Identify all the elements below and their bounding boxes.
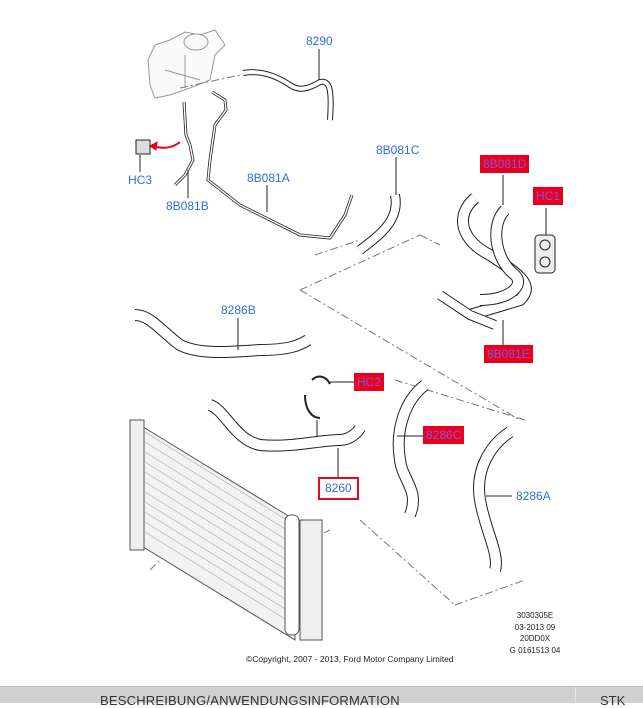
meta-line: 20DD0X	[519, 634, 551, 643]
hose-8286A	[473, 426, 514, 572]
parts-table-header: BESCHREIBUNG/ANWENDUNGSINFORMATION STK	[0, 686, 643, 708]
callout-HC2[interactable]: HC2	[354, 373, 385, 391]
callout-8B081E[interactable]: 8B081E	[484, 345, 533, 363]
meta-line: 03-2013 09	[514, 622, 556, 632]
hose-8286B	[134, 309, 312, 358]
callout-8B081A[interactable]: 8B081A	[247, 171, 290, 185]
column-header-quantity[interactable]: STK	[600, 693, 626, 708]
pipe-8B081A	[206, 90, 354, 240]
callout-8286B[interactable]: 8286B	[221, 303, 256, 317]
callout-8260[interactable]: 8260	[318, 477, 359, 500]
bracket-HC1	[534, 208, 556, 274]
callout-HC3[interactable]: HC3	[128, 173, 153, 187]
callout-8290[interactable]: 8290	[306, 34, 333, 48]
hose-8286C	[392, 380, 429, 518]
copyright-notice: ©Copyright, 2007 - 2013, Ford Motor Comp…	[246, 654, 454, 664]
diagram-meta: 3030305E 03-2013 09 20DD0X G 0161513 04	[500, 610, 570, 656]
clip-HC2	[304, 375, 355, 440]
callout-8B081C[interactable]: 8B081C	[376, 143, 420, 157]
expansion-tank-illustration	[147, 29, 226, 99]
clip-HC3	[135, 139, 151, 172]
callout-HC1[interactable]: HC1	[533, 187, 564, 205]
column-header-description[interactable]: BESCHREIBUNG/ANWENDUNGSINFORMATION	[100, 693, 400, 708]
callout-8B081B[interactable]: 8B081B	[166, 199, 209, 213]
radiator-illustration	[129, 419, 323, 641]
pipe-8B081B	[149, 101, 195, 198]
column-divider	[575, 687, 576, 703]
meta-line: G 0161513 04	[509, 645, 561, 655]
callout-8B081D[interactable]: 8B081D	[480, 155, 530, 173]
hose-8290	[242, 49, 334, 121]
meta-line: 3030305E	[516, 611, 554, 620]
hose-8260	[207, 399, 366, 478]
callout-8286C[interactable]: 8286C	[423, 426, 465, 444]
hose-assembly-8B081D-E	[437, 175, 532, 345]
callout-8286A[interactable]: 8286A	[516, 489, 551, 503]
parts-diagram: 8290 HC3 8B081B 8B081A 8B081C 8B081D HC1…	[128, 29, 570, 664]
hose-8B081C	[356, 157, 401, 254]
